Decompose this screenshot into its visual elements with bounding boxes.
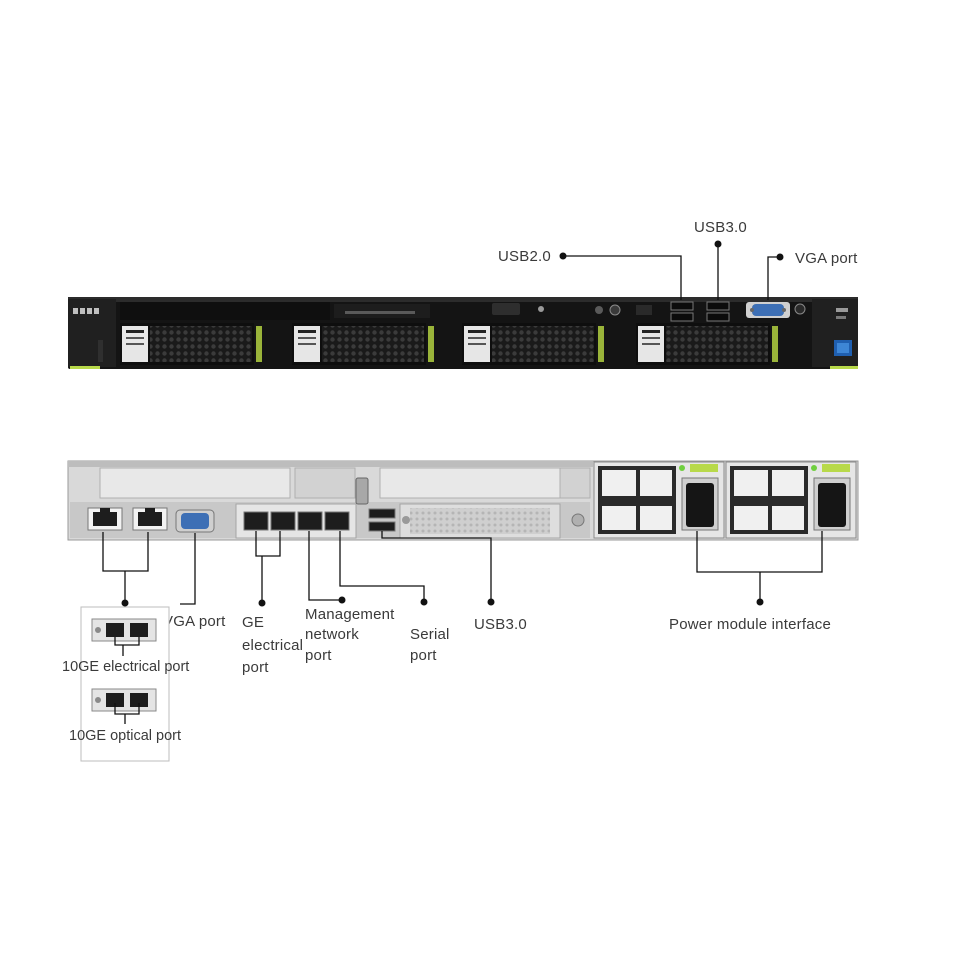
label-front-vga: VGA port — [795, 250, 858, 267]
front-usb3-port — [706, 301, 730, 322]
label-mgmt-3: port — [305, 647, 332, 664]
label-10ge-optical: 10GE optical port — [69, 728, 181, 744]
callout-front-usb2: USB2.0 — [498, 248, 682, 300]
label-ge-1: GE — [242, 614, 264, 631]
10ge-electrical-card — [91, 618, 157, 656]
callout-management: Management network port — [305, 531, 395, 664]
front-vga-port — [746, 302, 806, 318]
drive-bay-1 — [120, 323, 262, 365]
callout-10ge — [102, 532, 149, 607]
drive-bay-4 — [636, 323, 778, 365]
label-front-usb2: USB2.0 — [498, 248, 551, 265]
rear-ge-ports — [243, 511, 296, 531]
callout-rear-vga: VGA port — [163, 533, 226, 630]
label-rear-vga: VGA port — [163, 613, 226, 630]
label-front-usb3: USB3.0 — [694, 219, 747, 236]
label-ge-2: electrical — [242, 637, 303, 654]
rear-serial-port — [324, 511, 350, 531]
callout-power: Power module interface — [669, 531, 831, 633]
front-left-ear — [68, 299, 116, 369]
callout-ge: GE electrical port — [242, 531, 303, 676]
label-serial-1: Serial — [410, 626, 450, 643]
label-rear-usb3: USB3.0 — [474, 616, 527, 633]
front-right-ear — [812, 299, 858, 369]
10ge-optical-card — [91, 688, 157, 724]
label-10ge-electrical: 10GE electrical port — [62, 659, 189, 675]
rear-vga-port — [175, 509, 215, 533]
rear-chassis — [67, 460, 859, 541]
label-mgmt-2: network — [305, 626, 359, 643]
label-power: Power module interface — [669, 616, 831, 633]
power-module-2 — [725, 461, 857, 539]
rear-management-port — [297, 511, 323, 531]
label-mgmt-1: Management — [305, 606, 395, 623]
callout-rear-usb3: USB3.0 — [381, 531, 527, 633]
front-chassis — [68, 297, 858, 369]
callout-front-vga: VGA port — [767, 250, 858, 300]
callout-front-usb3: USB3.0 — [694, 219, 747, 300]
front-usb2-port — [670, 301, 694, 322]
callout-serial: Serial port — [339, 531, 450, 664]
label-ge-3: port — [242, 659, 269, 676]
power-module-1 — [593, 461, 725, 539]
label-serial-2: port — [410, 647, 437, 664]
drive-bay-3 — [462, 323, 604, 365]
10ge-inset: 10GE electrical port 10GE optical port — [62, 606, 189, 762]
drive-bay-2 — [292, 323, 434, 365]
rear-10ge-ports — [87, 507, 168, 531]
